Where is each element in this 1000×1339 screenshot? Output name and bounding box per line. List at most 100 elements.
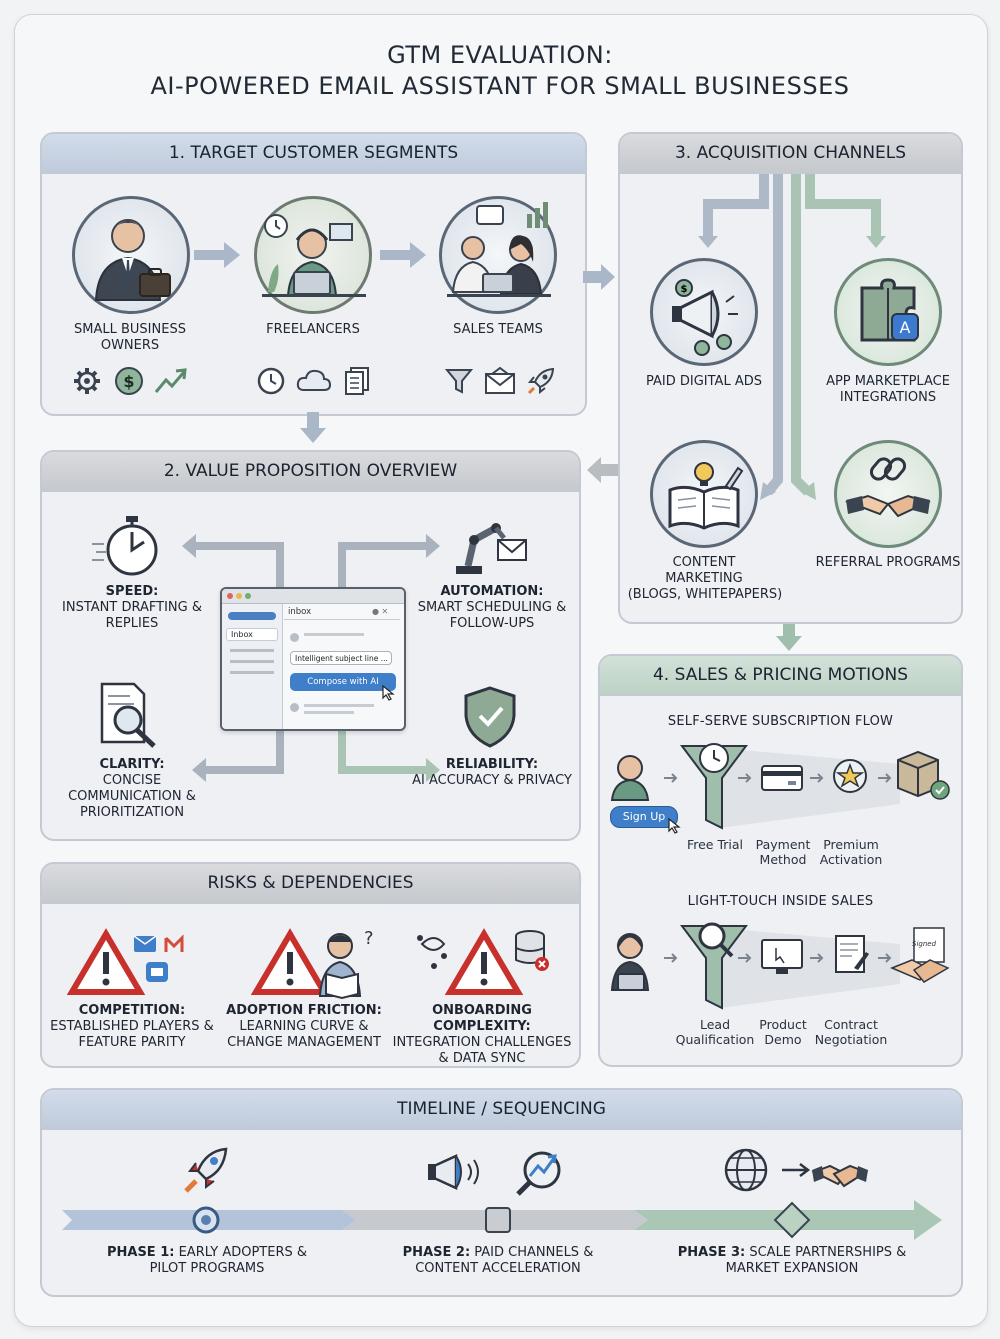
segment-arrow-1 [194,242,240,268]
mock-inbox-item[interactable]: Inbox [226,628,278,641]
self-serve-flow [610,743,950,830]
title-line-1: GTM EVALUATION: [387,41,613,69]
reliability-title: RELIABILITY: [445,757,539,772]
gear-icon [74,368,100,394]
phase3-globe-icon [724,1148,768,1192]
self-serve-title: SELF-SERVE SUBSCRIPTION FLOW [667,714,894,729]
signup-cursor-icon [668,817,681,834]
automation-title: AUTOMATION: [440,584,544,599]
segment-label-freelancers: FREELANCERS [266,322,360,337]
paid-ads-badge: $ [650,258,758,366]
rocket-icon [527,367,555,395]
contract-signature: Signed [912,940,937,948]
phase3-desc: SCALE PARTNERSHIPS & MARKET EXPANSION [725,1245,907,1276]
mouse-cursor-icon [382,684,395,701]
title-line-2: AI-POWERED EMAIL ASSISTANT FOR SMALL BUS… [150,72,850,100]
document-magnifier-icon [100,682,156,748]
automation-desc: SMART SCHEDULING & FOLLOW-UPS [417,600,567,631]
channel-flow-lines [698,174,886,500]
risk-competition-text: COMPETITION: ESTABLISHED PLAYERS & FEATU… [50,1003,214,1051]
cloud-icon [296,369,332,391]
clarity-desc: CONCISE COMMUNICATION & PRIORITIZATION [68,773,196,820]
shield-check-icon [464,686,516,748]
timeline-panel: TIMELINE / SEQUENCING [40,1088,963,1297]
arrow-segments-to-channels [583,264,615,290]
risk-competition-desc: ESTABLISHED PLAYERS & FEATURE PARITY [50,1019,214,1050]
arrow-channels-to-sales [776,620,802,651]
channel-sub-content: (BLOGS, WHITEPAPERS) [627,587,783,602]
svg-text:$: $ [123,372,134,391]
value-prop-heading: 2. VALUE PROPOSITION OVERVIEW [42,452,579,492]
svg-text:$: $ [681,284,688,295]
channels-panel: 3. ACQUISITION CHANNELS $ PAID DIGITAL A… [618,132,963,624]
step-product-demo: Product Demo [759,1017,807,1047]
reliability-desc: AI ACCURACY & PRIVACY [412,773,572,788]
onboarding-warning-icon [417,928,549,995]
megaphone-icon: $ [672,279,738,356]
risk-competition-title: COMPETITION: [78,1003,186,1018]
risk-adoption-text: ADOPTION FRICTION: LEARNING CURVE & CHAN… [222,1003,386,1051]
content-badge [650,440,758,548]
timeline-track [62,1200,942,1240]
risk-adoption-desc: LEARNING CURVE & CHANGE MANAGEMENT [227,1019,381,1050]
arrow-channels-to-value [587,457,619,483]
handshake-link-icon [844,457,931,518]
growth-icon [154,368,187,393]
phase1-title: PHASE 1: [106,1245,175,1260]
segments-panel: 1. TARGET CUSTOMER SEGMENTS SMALL BUSINE… [40,132,587,416]
svg-text:?: ? [364,928,374,949]
step-premium-activation: Premium Activation [819,837,883,867]
sign-up-button[interactable]: Sign Up [610,806,678,828]
clarity-text: CLARITY: CONCISE COMMUNICATION & PRIORIT… [52,757,212,821]
envelope-icon [485,366,515,394]
phase1-rocket-icon [184,1147,228,1193]
risk-adoption-title: ADOPTION FRICTION: [226,1003,382,1018]
automation-text: AUTOMATION: SMART SCHEDULING & FOLLOW-UP… [412,584,572,632]
business-owner-avatar [72,196,190,314]
book-icon [668,462,744,530]
competition-warning-icon [66,928,184,995]
clarity-title: CLARITY: [99,757,165,772]
phase2-text: PHASE 2: PAID CHANNELS & CONTENT ACCELER… [388,1245,608,1277]
segment-label-owners: SMALL BUSINESS OWNERS [74,322,186,353]
mock-suggestion[interactable]: Intelligent subject line ... [290,651,392,665]
risks-panel: RISKS & DEPENDENCIES COMPETITION: ESTABL… [40,862,581,1068]
channel-label-referral: REFERRAL PROGRAMS [815,555,961,570]
phase2-analytics-icon [516,1151,561,1196]
mock-search-label[interactable]: inbox [288,607,312,617]
channel-label-content: CONTENT MARKETING [665,555,743,586]
risk-onboarding-text: ONBOARDING COMPLEXITY: INTEGRATION CHALL… [390,1003,574,1066]
step-contract-negotiation: Contract Negotiation [814,1017,888,1047]
arrow-segments-to-value [300,412,326,443]
window-titlebar [222,589,404,604]
sales-panel: 4. SALES & PRICING MOTIONS SELF-SERVE SU… [598,654,963,1067]
speed-desc: INSTANT DRAFTING & REPLIES [62,600,202,631]
risks-heading: RISKS & DEPENDENCIES [42,864,579,904]
inside-sales-title: LIGHT-TOUCH INSIDE SALES [687,894,874,909]
segment-label-sales-teams: SALES TEAMS [453,322,543,337]
puzzle-icon: A [860,278,919,342]
mock-sidebar: Inbox [222,604,283,729]
adoption-warning-icon: ? [250,928,374,1000]
segment-arrow-2 [380,242,426,268]
inside-sales-flow [610,922,950,1010]
mock-close-icon[interactable]: ● ✕ [372,607,389,616]
phase2-desc: PAID CHANNELS & CONTENT ACCELERATION [415,1245,594,1276]
step-lead-qualification: Lead Qualification [675,1017,755,1047]
page-title: GTM EVALUATION: AI-POWERED EMAIL ASSISTA… [0,40,1000,102]
phase3-handshake-icon [811,1164,869,1188]
mock-compose-pill[interactable] [228,612,276,620]
speed-text: SPEED: INSTANT DRAFTING & REPLIES [52,584,212,632]
phase3-text: PHASE 3: SCALE PARTNERSHIPS & MARKET EXP… [676,1245,908,1277]
phase3-arrow-icon [782,1163,811,1177]
phase2-megaphone-icon [428,1154,479,1190]
compose-with-ai-button[interactable]: Compose with AI [290,673,396,691]
sales-team-avatar [439,196,557,314]
channel-label-marketplace: APP MARKETPLACE INTEGRATIONS [826,374,950,405]
reliability-text: RELIABILITY: AI ACCURACY & PRIVACY [412,757,572,789]
timeline-heading: TIMELINE / SEQUENCING [42,1090,961,1130]
marketplace-badge: A [834,258,942,366]
phase1-text: PHASE 1: EARLY ADOPTERS & PILOT PROGRAMS [92,1245,322,1277]
sales-heading: 4. SALES & PRICING MOTIONS [600,656,961,696]
dollar-icon: $ [115,367,143,395]
